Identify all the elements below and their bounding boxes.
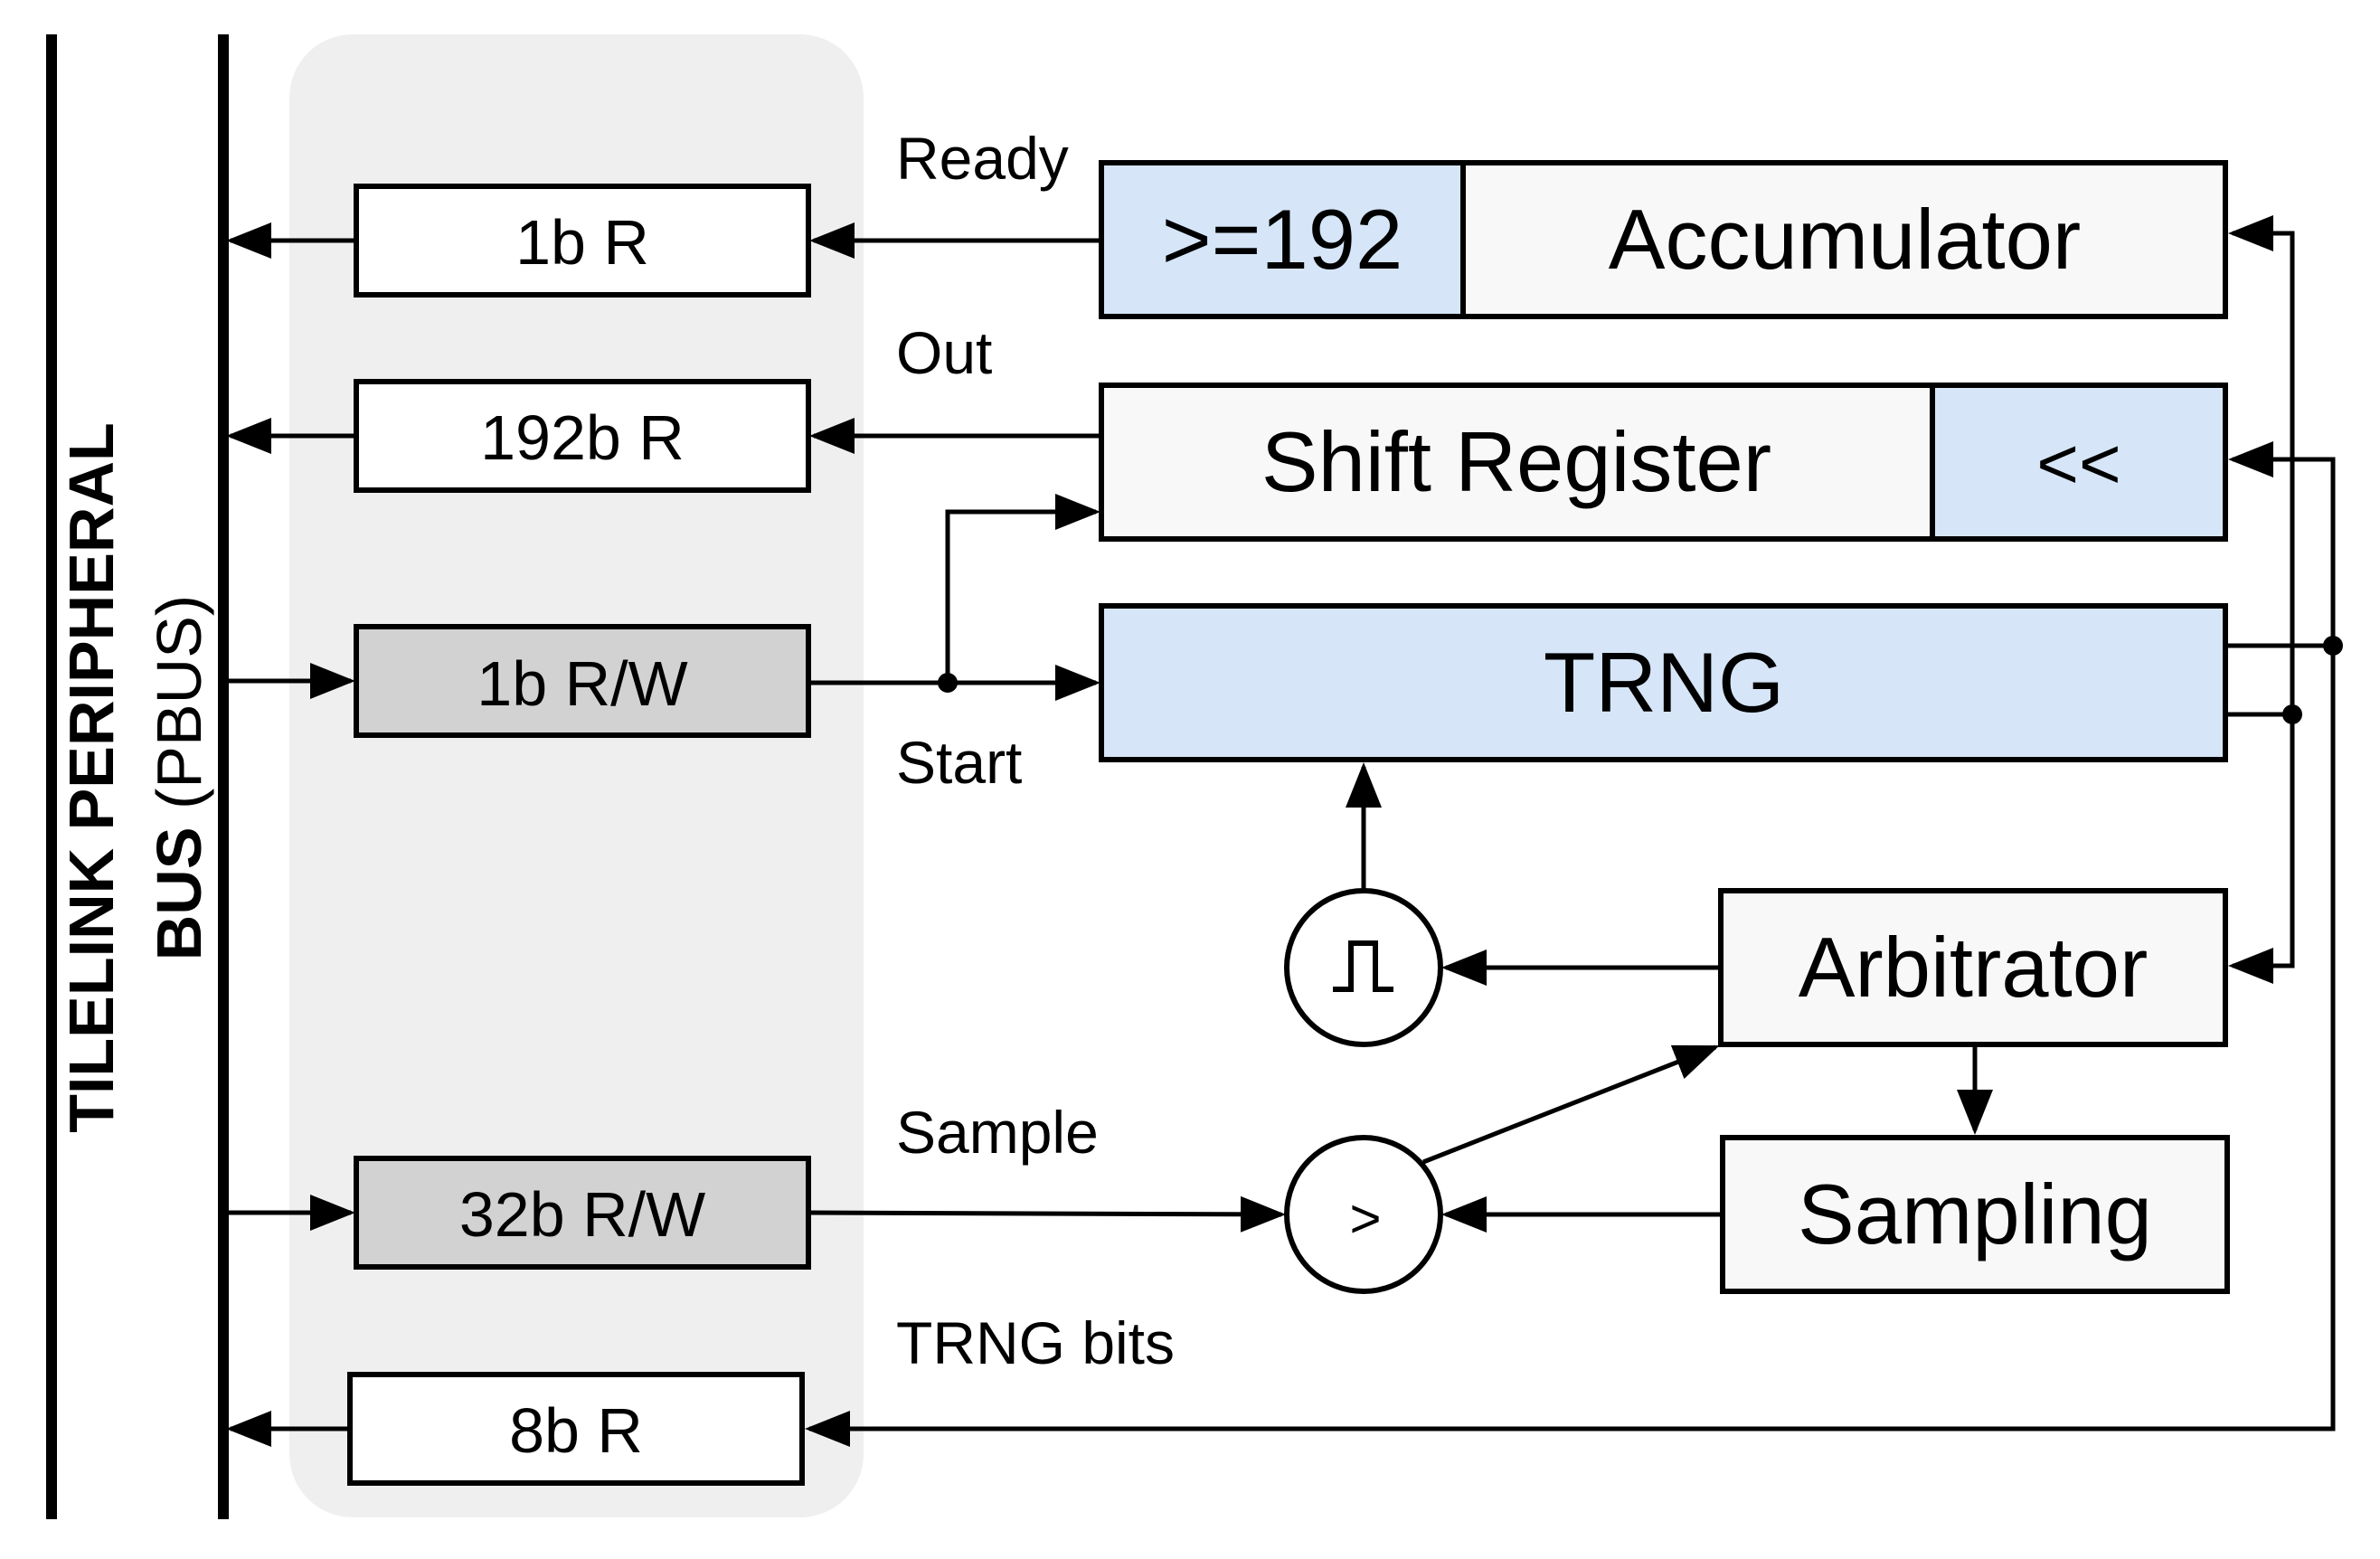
trng-block: TRNG: [1099, 603, 2228, 762]
register-sample: 32b R/W: [354, 1156, 811, 1270]
shift-register-block: Shift Register <<: [1099, 383, 2228, 542]
wire-start-branch: [945, 494, 1100, 683]
register-out: 192b R: [354, 379, 811, 493]
wire-trng-to-accumulator: [2225, 215, 2295, 717]
svg-text:32b R/W: 32b R/W: [459, 1179, 705, 1250]
register-ready: 1b R: [354, 184, 811, 298]
svg-text:Sampling: Sampling: [1798, 1167, 2152, 1261]
signal-trng-bits-label: TRNG bits: [896, 1309, 1175, 1376]
comparator: >: [1284, 1135, 1443, 1294]
signal-sample-label: Sample: [896, 1099, 1099, 1166]
junction-trng-out: [2323, 636, 2343, 656]
accumulator-block: >=192 Accumulator: [1099, 160, 2228, 319]
svg-text:1b R/W: 1b R/W: [477, 648, 687, 719]
bus-subtitle: BUS (PBUS): [144, 595, 214, 961]
svg-text:192b R: 192b R: [480, 402, 685, 473]
register-start: 1b R/W: [354, 624, 811, 738]
wire-trng-to-shift: [2228, 441, 2336, 646]
arbitrator-block: Arbitrator: [1718, 888, 2228, 1047]
wire-sample: [808, 1195, 1286, 1233]
trng-label: TRNG: [1544, 635, 1784, 730]
register-trng-bits: 8b R: [347, 1372, 805, 1486]
signal-start-label: Start: [896, 729, 1022, 796]
shift-register-label: Shift Register: [1261, 414, 1771, 509]
signal-out-label: Out: [896, 319, 992, 386]
sampling-block: Sampling: [1720, 1135, 2230, 1294]
svg-text:8b R: 8b R: [509, 1395, 643, 1466]
junction-start: [938, 673, 958, 693]
svg-text:Arbitrator: Arbitrator: [1799, 920, 2149, 1015]
junction-trng-out-2: [2282, 704, 2302, 724]
wire-trng-to-arbitrator: [2228, 714, 2295, 984]
accumulator-label: Accumulator: [1609, 192, 2081, 287]
wire-trng-output-bits: [805, 643, 2336, 1447]
svg-text:>: >: [1349, 1188, 1381, 1249]
wire-comparator-to-arbitrator: [1422, 1044, 1720, 1165]
svg-text:1b R: 1b R: [515, 207, 649, 278]
clock-pulse-icon: [1284, 888, 1443, 1047]
shift-op-label: <<: [2036, 423, 2120, 504]
signal-ready-label: Ready: [896, 125, 1069, 192]
threshold-label: >=192: [1162, 192, 1403, 287]
bus-title: TILELINK PERIPHERAL: [56, 422, 127, 1133]
